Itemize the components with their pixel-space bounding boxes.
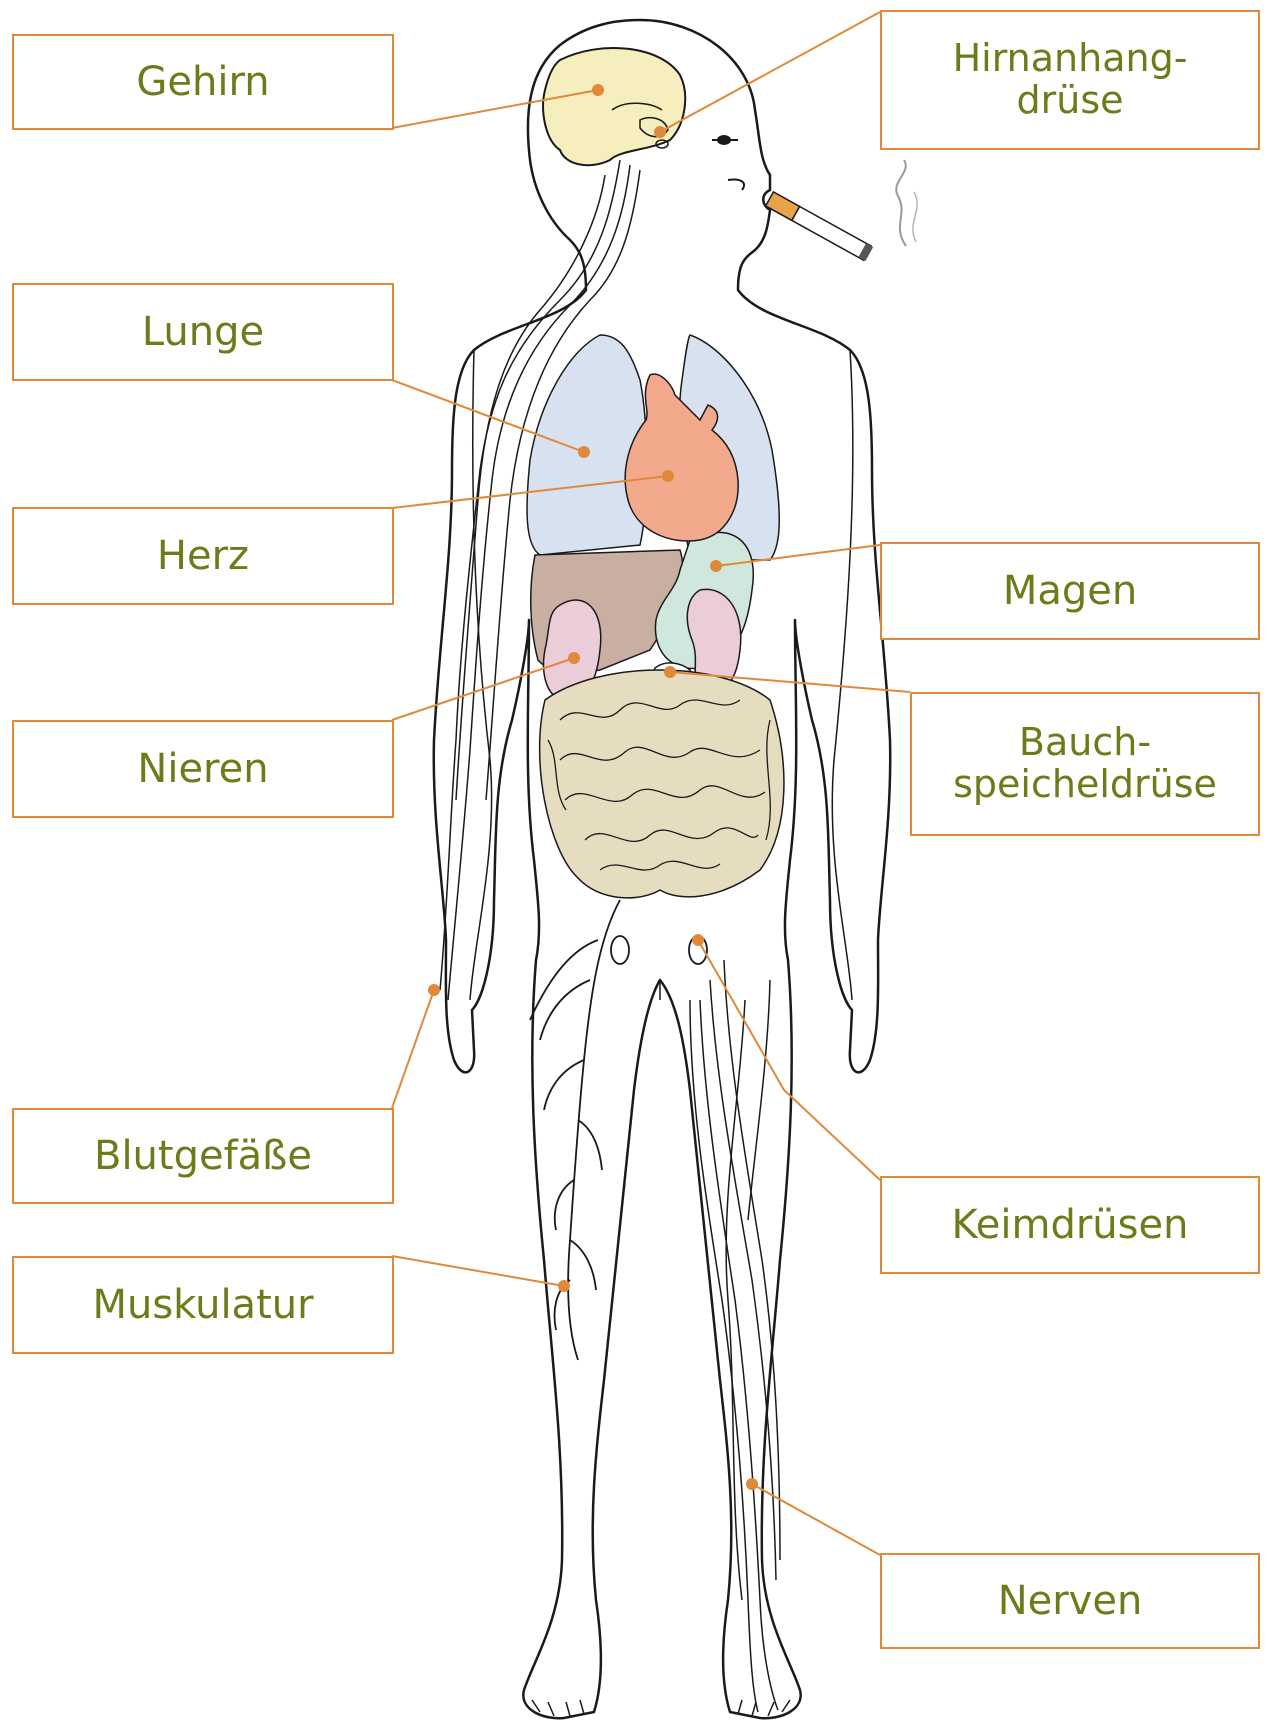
intestines-organ: [540, 670, 784, 898]
label-gehirn: Gehirn: [12, 34, 394, 130]
label-muskulatur: Muskulatur: [12, 1256, 394, 1354]
label-magen: Magen: [880, 542, 1260, 640]
label-blutgefaesse: Blutgefäße: [12, 1108, 394, 1204]
label-gehirn-text: Gehirn: [136, 60, 269, 104]
label-nerven: Nerven: [880, 1553, 1260, 1649]
label-bauchspeicheldruese: Bauch- speicheldrüse: [910, 692, 1260, 836]
label-bauchspeicheldruese-text: Bauch- speicheldrüse: [953, 722, 1217, 806]
brain-organ: [543, 48, 685, 165]
label-herz-text: Herz: [157, 534, 249, 578]
label-herz: Herz: [12, 507, 394, 605]
label-muskulatur-text: Muskulatur: [92, 1283, 313, 1327]
label-keimdruesen: Keimdrüsen: [880, 1176, 1260, 1274]
label-blutgefaesse-text: Blutgefäße: [94, 1134, 312, 1178]
label-hirnanhangdruese: Hirnanhang- drüse: [880, 10, 1260, 150]
label-lunge-text: Lunge: [142, 310, 264, 354]
label-magen-text: Magen: [1003, 569, 1137, 613]
label-nerven-text: Nerven: [998, 1579, 1143, 1623]
label-keimdruesen-text: Keimdrüsen: [952, 1203, 1189, 1247]
label-lunge: Lunge: [12, 283, 394, 381]
label-nieren-text: Nieren: [137, 747, 268, 791]
cigarette-icon: [766, 160, 917, 261]
label-hirnanhangdruese-text: Hirnanhang- drüse: [953, 38, 1188, 122]
label-nieren: Nieren: [12, 720, 394, 818]
